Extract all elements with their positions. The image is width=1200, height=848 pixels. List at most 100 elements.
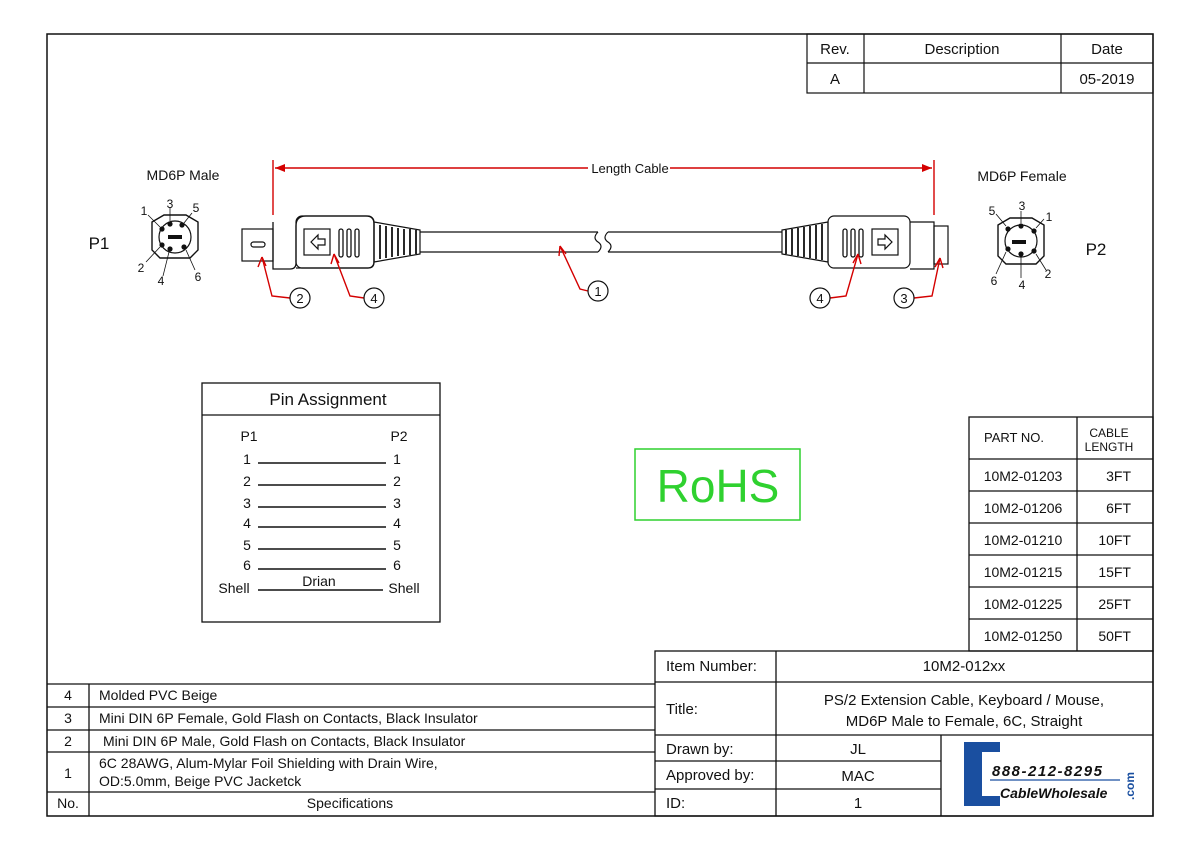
p2-connector-label: MD6P Female [977,168,1066,184]
p1-pin-4: 4 [158,274,165,288]
date-header: Date [1091,41,1123,58]
callout-circle-2 [289,287,311,309]
p2-pinout-face-icon: 5 3 1 6 4 2 [989,199,1053,292]
p1-pinout-face-icon: 1 3 5 2 4 6 [138,197,202,288]
spec-row-4-no: 4 [64,687,72,703]
spec-header-no: No. [57,795,79,811]
cable-length-header-2: LENGTH [1085,440,1134,454]
callout-label-1: 1 [594,284,601,299]
rohs-text: RoHS [657,460,780,512]
callout-leaders [257,245,944,299]
pin-row-2-right: 2 [393,473,401,489]
callout-circle-3 [893,287,915,309]
logo-phone: 888-212-8295 [992,763,1103,780]
pin-row-shell-right: Shell [388,580,419,596]
pin-row-6-left: 6 [243,557,251,573]
pin-row-5-right: 5 [393,537,401,553]
spec-row-1-no: 1 [64,765,72,781]
approved-by-value: MAC [841,768,875,785]
part-row-6-length: 50FT [1098,628,1131,644]
callout-label-4-right: 4 [816,291,823,306]
female-connector-drawing [781,215,949,270]
pin-row-4: 4 4 [243,515,401,531]
pin-row-5: 5 5 [243,537,401,553]
pin-row-4-left: 4 [243,515,251,531]
pin-row-1: 1 1 [243,451,401,467]
callout-label-2: 2 [296,291,303,306]
spec-row-1-text-line1: 6C 28AWG, Alum-Mylar Foil Shielding with… [99,755,438,771]
cable-length-header-1: CABLE [1089,426,1128,440]
pin-assignment-title: Pin Assignment [269,390,386,409]
p1-pin-2: 2 [138,261,145,275]
part-number-table: PART NO. CABLE LENGTH 10M2-01203 3FT 10M… [968,416,1154,652]
date-value: 05-2019 [1079,71,1134,88]
part-row-6-part: 10M2-01250 [984,628,1063,644]
pin-row-2: 2 2 [243,473,401,489]
id-value: 1 [854,795,862,812]
pin-row-2-left: 2 [243,473,251,489]
drawn-by-label: Drawn by: [666,741,734,758]
callout-circle-1 [587,280,609,302]
callout-label-3: 3 [900,291,907,306]
id-label: ID: [666,795,685,812]
spec-header-specifications: Specifications [307,795,393,811]
pin-row-shell-mid: Drian [302,573,335,589]
revision-table: Rev. Description Date A 05-2019 [806,33,1154,94]
p2-pin-5: 5 [989,204,996,218]
part-row-5-part: 10M2-01225 [984,596,1063,612]
p2-pin-2: 2 [1045,267,1052,281]
male-connector-drawing [241,215,421,270]
specifications-table: 4 Molded PVC Beige 3 Mini DIN 6P Female,… [47,683,655,816]
logo-suffix: .com [1123,772,1137,800]
callout-circle-4-left [363,287,385,309]
pin-row-6: 6 6 [243,557,401,573]
spec-row-1-text-line2: OD:5.0mm, Beige PVC Jacketck [99,773,302,789]
pin-row-6-right: 6 [393,557,401,573]
approved-by-label: Approved by: [666,767,754,784]
pin-row-3: 3 3 [243,495,401,511]
title-value-line2: MD6P Male to Female, 6C, Straight [846,713,1083,730]
p2-tag: P2 [1086,240,1107,259]
pin-row-3-left: 3 [243,495,251,511]
pin-column-p1: P1 [240,428,257,444]
title-label: Title: [666,701,698,718]
pin-column-p2: P2 [390,428,407,444]
title-block: Item Number: 10M2-012xx Title: PS/2 Exte… [654,650,1154,817]
length-cable-label: Length Cable [591,161,668,176]
callout-label-4-left: 4 [370,291,377,306]
item-number-value: 10M2-012xx [923,658,1006,675]
cablewholesale-logo: 888-212-8295 CableWholesale .com [964,742,1137,806]
part-row-3-length: 10FT [1098,532,1131,548]
callout-bubbles: 2 4 1 4 3 [289,280,915,309]
p1-pin-1: 1 [141,204,148,218]
rev-header: Rev. [820,41,850,58]
rohs-badge: RoHS [634,448,801,521]
p2-pin-4: 4 [1019,278,1026,292]
spec-row-4-text: Molded PVC Beige [99,687,218,703]
pin-assignment-box: Pin Assignment P1 P2 1 1 2 2 3 3 4 4 5 5 [201,382,441,623]
logo-name: CableWholesale [1000,785,1108,801]
part-row-4-length: 15FT [1098,564,1131,580]
rev-value: A [830,71,840,88]
spec-row-3-no: 3 [64,710,72,726]
part-row-4-part: 10M2-01215 [984,564,1063,580]
part-row-2-length: 6FT [1106,500,1131,516]
pin-row-shell-left: Shell [218,580,249,596]
part-no-header: PART NO. [984,430,1044,445]
description-header: Description [924,41,999,58]
p1-connector-label: MD6P Male [147,167,220,183]
part-row-2-part: 10M2-01206 [984,500,1063,516]
pin-row-3-right: 3 [393,495,401,511]
part-row-1-length: 3FT [1106,468,1131,484]
p1-pin-5: 5 [193,201,200,215]
pin-row-5-left: 5 [243,537,251,553]
callout-circle-4-right [809,287,831,309]
spec-row-2-text: Mini DIN 6P Male, Gold Flash on Contacts… [103,733,466,749]
item-number-label: Item Number: [666,658,757,675]
length-dimension-line [272,158,935,215]
title-value-line1: PS/2 Extension Cable, Keyboard / Mouse, [824,692,1104,709]
p1-tag: P1 [89,234,110,253]
spec-row-2-no: 2 [64,733,72,749]
p1-pin-3: 3 [167,197,174,211]
